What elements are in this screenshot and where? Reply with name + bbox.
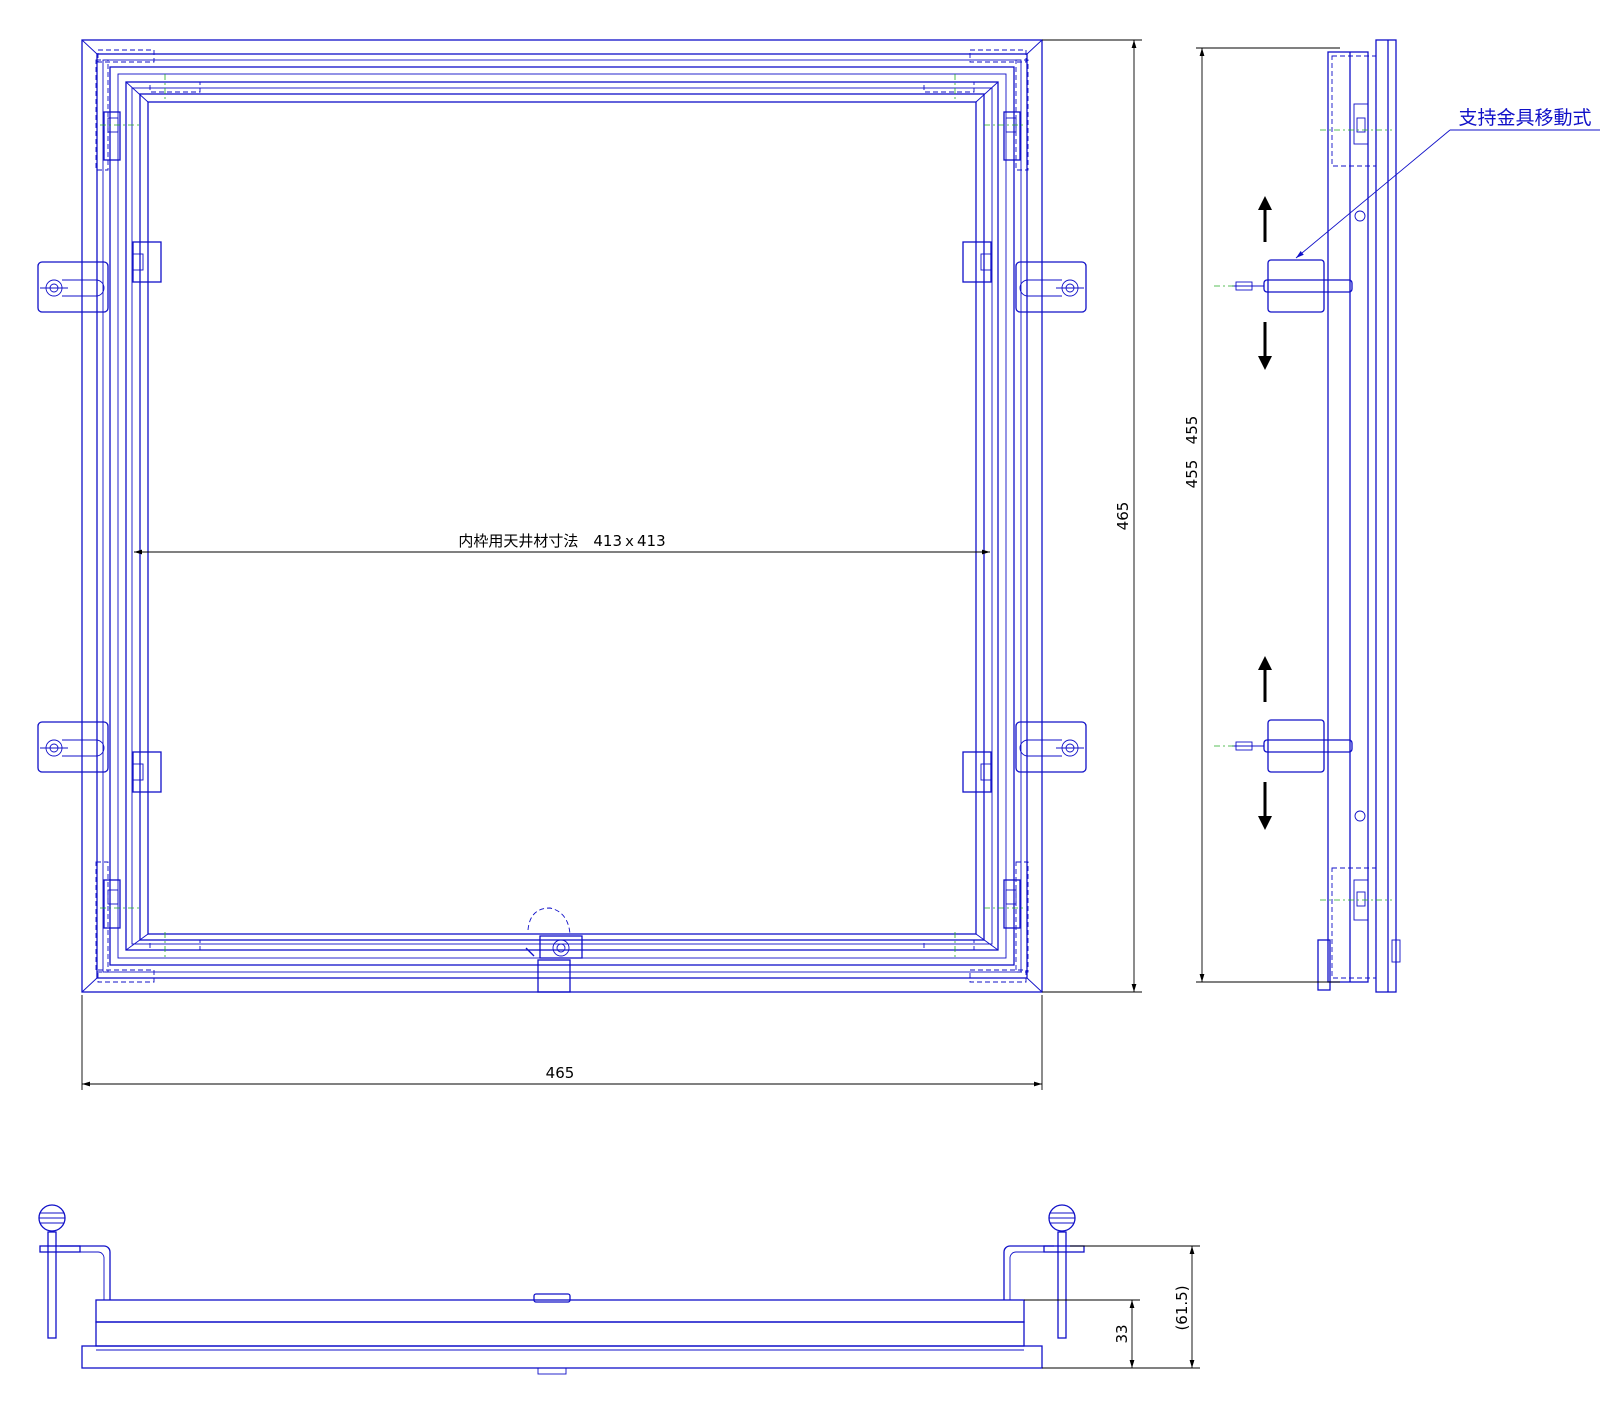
hanger-bracket	[37, 261, 109, 313]
side-height-dimension-outer: 455	[1183, 460, 1201, 489]
latch	[525, 907, 583, 993]
support-bracket-bottom	[1214, 719, 1353, 773]
width-dimension: 465	[546, 1064, 575, 1082]
hanger-right	[1003, 1204, 1085, 1339]
hanger-bracket	[37, 721, 109, 773]
side-height-dimension-inner: 455	[1183, 416, 1201, 445]
side-view: 支持金具移動式 455 455	[1183, 39, 1600, 993]
callout-label: 支持金具移動式	[1458, 107, 1591, 129]
inner-frame-label: 内枠用天井材寸法 413ｘ413	[458, 532, 665, 550]
hanger-bracket	[1015, 261, 1087, 313]
hanger-bracket	[1015, 721, 1087, 773]
height-dimension: 465	[1114, 502, 1132, 531]
hanger-left	[38, 1204, 111, 1339]
frame-height-dimension: 33	[1113, 1324, 1131, 1343]
support-bracket-top	[1214, 259, 1353, 313]
bottom-view: 33 (61.5)	[38, 1204, 1200, 1375]
total-height-dimension: (61.5)	[1173, 1285, 1191, 1330]
front-view: 内枠用天井材寸法 413ｘ413 465 465	[37, 39, 1142, 1090]
movement-arrows	[1258, 196, 1272, 830]
